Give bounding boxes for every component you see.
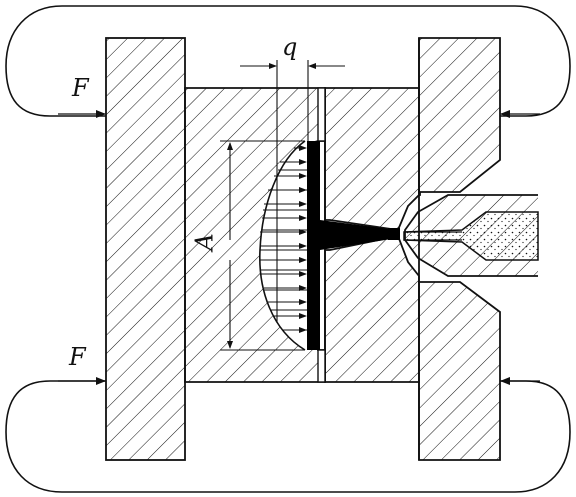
sprue [320,220,398,250]
pressure-label-q: q [282,33,298,61]
force-label-top: F [72,74,89,102]
pressure-arrows [260,145,307,333]
force-label-bottom: F [69,343,86,371]
runner-throat [388,228,400,240]
parting-gap [317,87,326,142]
frame-top-left [5,5,571,117]
molded-part [307,141,320,350]
left-platen [105,37,186,461]
frame-bottom [5,380,571,493]
area-label-a: A [190,233,219,251]
